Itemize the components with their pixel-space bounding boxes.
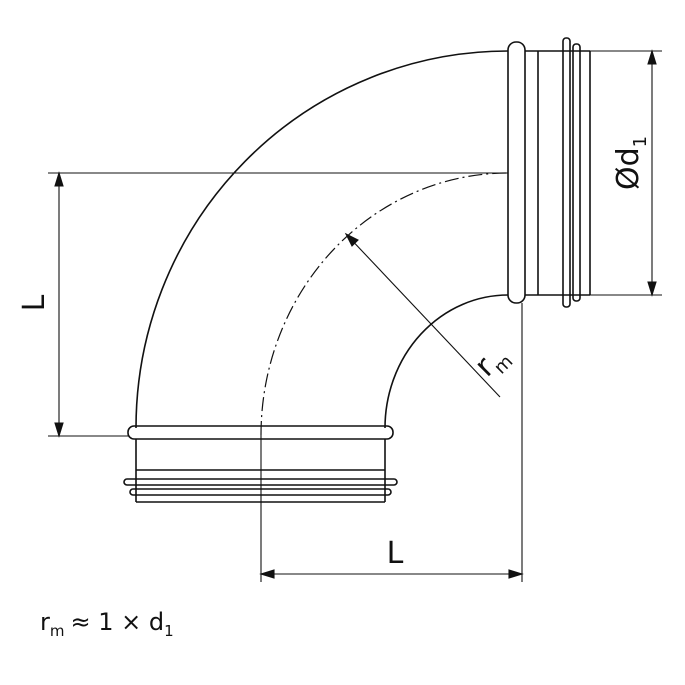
dimension-left-length — [48, 171, 508, 438]
formula: rm≈ 1 × d1 — [40, 608, 174, 640]
centerline — [260, 172, 509, 436]
inner-arc — [384, 294, 509, 429]
length-bottom-label: L — [387, 536, 404, 571]
outer-arc — [135, 50, 509, 429]
right-socket — [507, 37, 591, 308]
right-gasket-1 — [562, 37, 571, 308]
dimension-bottom-length — [259, 303, 524, 582]
right-gasket-2 — [572, 43, 581, 302]
length-left-label: L — [17, 294, 52, 311]
bend-body — [135, 50, 509, 429]
radius-label: rm — [468, 338, 517, 387]
dimension-radius — [344, 232, 501, 398]
right-bead — [507, 41, 526, 304]
diameter-label: Ød1 — [611, 136, 651, 190]
dimension-diameter — [590, 49, 662, 297]
